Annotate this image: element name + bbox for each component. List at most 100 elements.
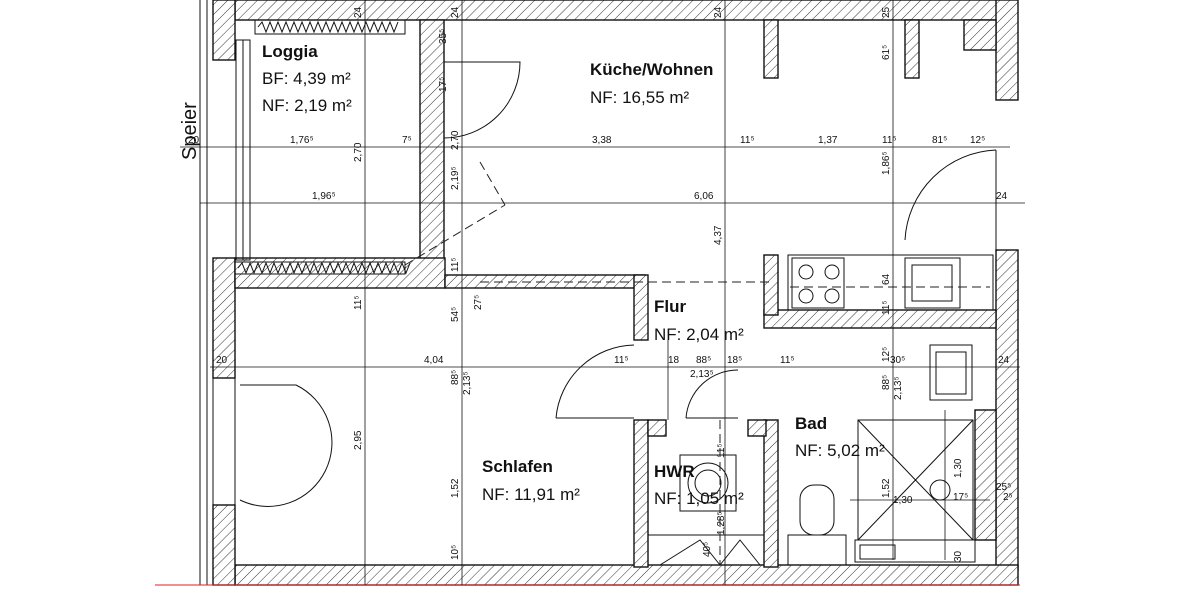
dim-text: 17⁵	[438, 77, 449, 92]
dim-text: 2,95	[353, 430, 364, 450]
dim-text: 1,37	[818, 135, 838, 146]
dim-text: 88⁵	[696, 355, 711, 366]
dim-text: 1,28⁵	[716, 511, 727, 535]
kitchen-unit	[787, 254, 994, 311]
dim-text: 20	[216, 355, 228, 366]
dim-text: 4,37	[713, 225, 724, 245]
dim-text: 30⁵	[890, 355, 905, 366]
hwr-jamb-right	[747, 419, 767, 437]
room-area-bf-loggia: BF: 4,39 m²	[262, 69, 351, 88]
room-name-kueche: Küche/Wohnen	[590, 60, 713, 79]
dim-text: 6,06	[694, 191, 714, 202]
corner-shaft	[963, 19, 997, 51]
left-wall-lower	[212, 504, 236, 586]
dim-text: 25	[881, 6, 892, 18]
dim-text: 27⁵	[473, 295, 484, 310]
room-area-nf-loggia: NF: 2,19 m²	[262, 96, 352, 115]
dim-text: 11⁵	[881, 300, 892, 315]
hwr-bath-wall	[763, 419, 779, 568]
dim-text: 11⁵	[780, 355, 795, 366]
cooktop	[791, 257, 845, 309]
loggia-door-swing	[443, 61, 521, 139]
dim-text: 12⁵	[970, 135, 985, 146]
dim-text: 2,70	[450, 130, 461, 150]
pier-1	[763, 19, 779, 79]
dim-text: 4,04	[424, 355, 444, 366]
entry-door-swing	[904, 149, 997, 255]
bath-top-wall	[763, 309, 997, 329]
dim-text: 88⁵	[881, 375, 892, 390]
right-wall-upper	[995, 0, 1019, 101]
dim-text: 1,96⁵	[312, 191, 336, 202]
facade-lines	[199, 0, 236, 585]
dim-text: 1,86⁵	[881, 151, 892, 175]
window-door-swing	[239, 384, 333, 507]
bottom-wall	[234, 564, 1019, 586]
dim-text: 1,30	[953, 458, 964, 478]
dim-text: 2,13⁵	[690, 369, 714, 380]
dim-text: 11⁵	[716, 443, 727, 458]
dim-text: 18	[668, 355, 680, 366]
bath-fixtures	[787, 344, 976, 566]
room-area-schlafen: NF: 11,91 m²	[482, 485, 580, 504]
dim-text: 2⁵	[1003, 492, 1013, 503]
dim-text: 81⁵	[932, 135, 947, 146]
dim-text: 24	[998, 355, 1010, 366]
left-wall-top	[212, 0, 236, 61]
side-label-speier: Speier	[179, 102, 201, 160]
sink	[904, 257, 961, 309]
dim-text: 40⁵	[702, 542, 713, 557]
pier-2	[904, 19, 920, 79]
room-name-bad: Bad	[795, 414, 827, 433]
dim-text: 18⁵	[727, 355, 742, 366]
dim-text: 1,52	[881, 478, 892, 498]
room-name-hwr: HWR	[654, 462, 695, 481]
dim-text: 2,13⁵	[462, 371, 473, 395]
washing-machine	[679, 454, 737, 512]
dim-text: 64	[881, 273, 892, 285]
dim-text: 24	[996, 191, 1008, 202]
dim-text: 2,13⁵	[893, 376, 904, 400]
room-area-flur: NF: 2,04 m²	[654, 325, 744, 344]
dim-text: 1,30	[893, 495, 913, 506]
bedroom-flur-wall	[633, 274, 649, 341]
dim-text: 3,38	[592, 135, 612, 146]
dim-text: 1,76⁵	[290, 135, 314, 146]
dim-text: 25⁵	[996, 482, 1011, 493]
loggia-railing	[234, 19, 411, 275]
washbasin	[929, 344, 973, 401]
room-labels: Loggia BF: 4,39 m² NF: 2,19 m² Küche/Woh…	[262, 42, 885, 508]
left-wall-upper	[212, 257, 236, 379]
toilet	[799, 484, 835, 536]
dim-text: 2,19⁵	[450, 166, 461, 190]
dim-text: 35⁵	[438, 29, 449, 44]
room-area-kueche: NF: 16,55 m²	[590, 88, 690, 107]
dim-text: 10⁵	[450, 545, 461, 560]
doors	[239, 61, 997, 507]
room-area-bad: NF: 5,02 m²	[795, 441, 885, 460]
dim-text: 11⁵	[353, 295, 364, 310]
room-name-schlafen: Schlafen	[482, 457, 553, 476]
dim-text: 24	[353, 6, 364, 18]
dim-text: 88⁵	[450, 370, 461, 385]
dimension-texts: 20 1,76⁵ 7⁵ 3,38 11⁵ 1,37 11⁵ 81⁵ 12⁵ 1,…	[188, 6, 1013, 562]
dim-text: 11⁵	[450, 257, 461, 272]
dim-text: 24	[713, 6, 724, 18]
kitchen-bath-wall	[763, 254, 779, 316]
loggia-partition	[419, 19, 445, 261]
right-wall-lower	[995, 249, 1019, 571]
dimension-lines	[180, 0, 1025, 585]
dim-text: 11⁵	[614, 355, 629, 366]
dim-text: 7⁵	[402, 135, 412, 146]
dim-text: 30	[953, 550, 964, 562]
room-name-loggia: Loggia	[262, 42, 318, 61]
bath-inner-wall	[974, 409, 997, 541]
dim-text: 61⁵	[881, 45, 892, 60]
dim-text: 20	[188, 135, 200, 146]
dim-text: 11⁵	[882, 135, 897, 146]
hwr-door-swing	[685, 369, 739, 419]
bedroom-door-swing	[555, 344, 635, 419]
room-area-hwr: NF: 1,05 m²	[654, 489, 744, 508]
dim-text: 2,70	[353, 142, 364, 162]
room-name-flur: Flur	[654, 297, 686, 316]
